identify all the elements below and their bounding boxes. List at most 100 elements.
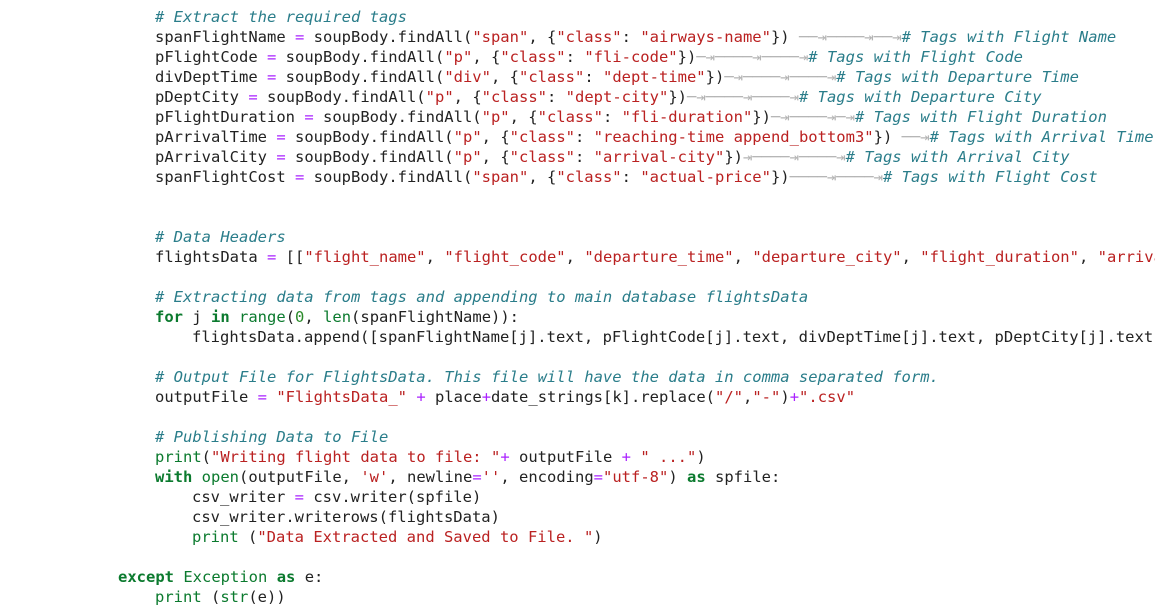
code-line[interactable]: # Output File for FlightsData. This file… [155, 367, 939, 387]
code-text [631, 448, 640, 466]
code-line[interactable]: pArrivalTime = soupBody.findAll("p", {"c… [155, 127, 1154, 147]
code-string: "arrival-city" [593, 148, 725, 166]
code-text: , { [490, 68, 519, 86]
code-line[interactable]: divDeptTime = soupBody.findAll("div", {"… [155, 67, 1079, 87]
code-operator: = [593, 468, 604, 486]
code-text: spanFlightName [155, 28, 295, 46]
code-text: , encoding [500, 468, 594, 486]
code-line[interactable]: flightsData = [["flight_name", "flight_c… [155, 247, 1155, 267]
code-operator: = [257, 388, 267, 406]
code-line[interactable]: print("Writing flight data to file: "+ o… [155, 447, 706, 467]
code-text: e: [295, 568, 324, 586]
code-text: place [425, 388, 482, 406]
code-operator: + [789, 388, 800, 406]
code-string: "fli-duration" [621, 108, 753, 126]
code-operator: = [266, 48, 277, 66]
code-text: , [733, 248, 753, 266]
code-text: ( [201, 588, 221, 606]
code-builtin: range [239, 308, 286, 326]
code-operator: = [472, 468, 482, 486]
code-text [407, 388, 416, 406]
code-comment: # Tags with Flight Code [808, 48, 1023, 66]
code-operator: = [276, 148, 286, 166]
code-string: "class" [556, 168, 622, 186]
code-string: "-" [752, 388, 781, 406]
code-text [267, 388, 276, 406]
code-text: , [743, 388, 753, 406]
code-builtin: str [220, 588, 249, 606]
code-line[interactable]: # Data Headers [155, 227, 286, 247]
code-line[interactable]: csv_writer = csv.writer(spfile) [192, 487, 481, 507]
code-keyword: as [276, 568, 296, 586]
code-line[interactable]: flightsData.append([spanFlightName[j].te… [192, 327, 1155, 347]
code-string: "span" [472, 168, 529, 186]
code-line[interactable]: with open(outputFile, 'w', newline='', e… [155, 467, 780, 487]
code-keyword: with [155, 468, 193, 486]
code-line[interactable]: spanFlightName = soupBody.findAll("span"… [155, 27, 1116, 47]
code-text: csv.writer(spfile) [304, 488, 482, 506]
code-line[interactable]: pArrivalCity = soupBody.findAll("p", {"c… [155, 147, 1070, 167]
code-keyword: except [118, 568, 174, 586]
code-line[interactable]: csv_writer.writerows(flightsData) [192, 507, 500, 527]
code-text: flightsData [155, 248, 267, 266]
code-comment: # Extract the required tags [155, 8, 407, 26]
tab-arrow-icon: ──⇥────⇥──⇥ [798, 28, 902, 46]
code-text: }) [668, 88, 687, 106]
code-line[interactable]: # Extract the required tags [155, 7, 407, 27]
code-text: spanFlightCost [155, 168, 295, 186]
code-text: csv_writer [192, 488, 295, 506]
code-keyword: in [211, 308, 230, 326]
code-operator: + [416, 388, 426, 406]
code-builtin: print [192, 528, 239, 546]
code-text: ( [285, 308, 296, 326]
code-line[interactable]: for j in range(0, len(spanFlightName)): [155, 307, 519, 327]
code-text: (outputFile, [239, 468, 361, 486]
code-text: , { [509, 108, 538, 126]
code-text: , { [481, 148, 510, 166]
code-line[interactable]: # Extracting data from tags and appendin… [155, 287, 808, 307]
code-string: ".csv" [799, 388, 856, 406]
code-text: , { [453, 88, 482, 106]
code-line[interactable]: pDeptCity = soupBody.findAll("p", {"clas… [155, 87, 1042, 107]
code-text: : [546, 88, 566, 106]
code-string: "airways-name" [640, 28, 771, 46]
code-builtin: open [201, 468, 239, 486]
code-operator: = [266, 248, 277, 266]
code-line[interactable]: print ("Data Extracted and Saved to File… [192, 527, 603, 547]
code-line[interactable]: print (str(e)) [155, 587, 286, 607]
code-string: "flight_name" [304, 248, 426, 266]
code-comment: # Tags with Departure City [798, 88, 1042, 106]
code-text: soupBody.findAll( [285, 128, 454, 146]
code-string: "class" [537, 108, 603, 126]
code-text: , [304, 308, 324, 326]
code-operator: = [294, 488, 304, 506]
tab-arrow-icon: ─⇥────⇥────⇥ [686, 88, 799, 106]
code-string: "actual-price" [640, 168, 771, 186]
code-text: outputFile [509, 448, 622, 466]
code-text [192, 468, 201, 486]
code-line[interactable]: pFlightDuration = soupBody.findAll("p", … [155, 107, 1107, 127]
code-line[interactable]: spanFlightCost = soupBody.findAll("span"… [155, 167, 1098, 187]
code-text: soupBody.findAll( [257, 88, 426, 106]
code-text: : [602, 108, 622, 126]
code-text [230, 308, 239, 326]
code-string: "class" [509, 128, 575, 146]
code-string: "/" [715, 388, 743, 406]
code-comment: # Tags with Flight Cost [882, 168, 1098, 186]
code-line[interactable]: # Publishing Data to File [155, 427, 388, 447]
code-operator: = [294, 28, 305, 46]
code-text: }) [873, 128, 902, 146]
code-text: , [901, 248, 921, 266]
code-string: "p" [425, 88, 454, 106]
code-line[interactable]: outputFile = "FlightsData_" + place+date… [155, 387, 855, 407]
code-string: "reaching-time append_bottom3" [593, 128, 874, 146]
code-text: }) [724, 148, 743, 166]
code-builtin: print [155, 448, 202, 466]
code-text: , [565, 248, 585, 266]
code-text: , [425, 248, 445, 266]
code-text: soupBody.findAll( [276, 68, 445, 86]
code-line[interactable]: pFlightCode = soupBody.findAll("p", {"cl… [155, 47, 1023, 67]
code-text: soupBody.findAll( [304, 168, 473, 186]
code-line[interactable]: except Exception as e: [118, 567, 323, 587]
